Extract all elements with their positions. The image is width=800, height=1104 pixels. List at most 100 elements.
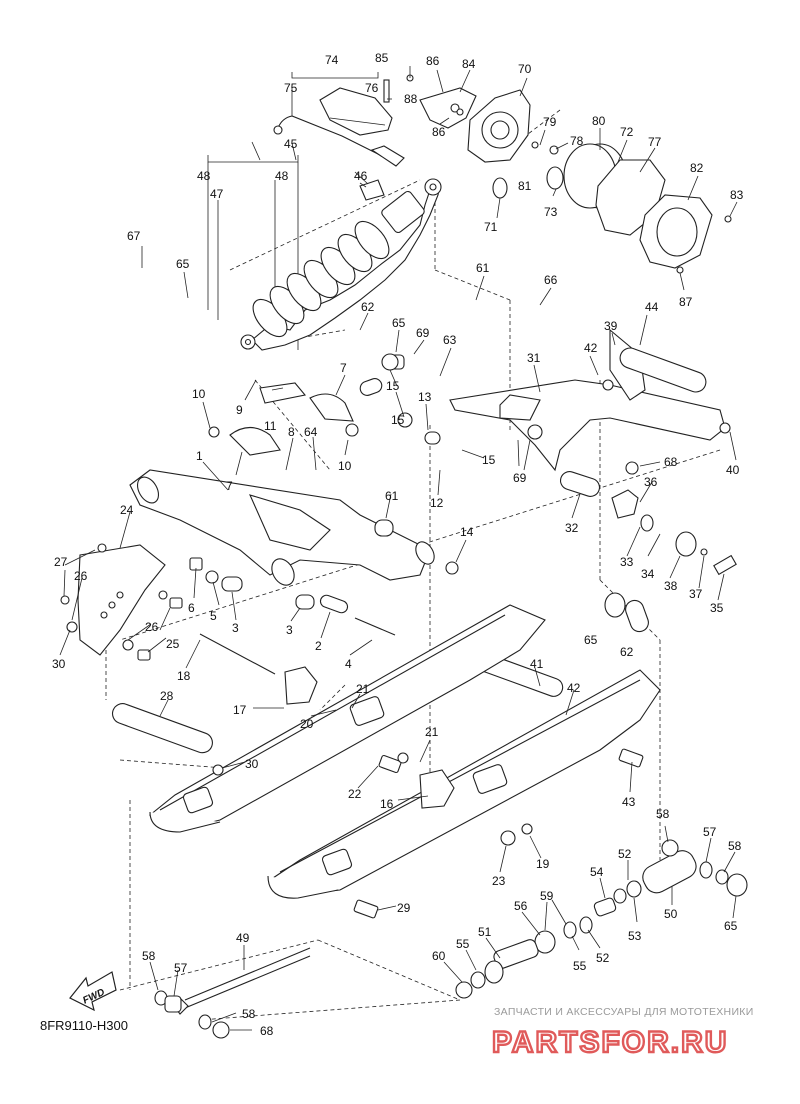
part-label: 85 (375, 51, 389, 65)
part-label: 48 (197, 169, 211, 183)
part-label: 64 (304, 425, 318, 439)
part-label: 77 (648, 135, 662, 149)
label-leaders (59, 66, 738, 1031)
part-label: 27 (54, 555, 68, 569)
part-label: 86 (426, 54, 440, 68)
part-label: 60 (432, 949, 446, 963)
part-label: 16 (380, 797, 394, 811)
part-label: 20 (300, 717, 314, 731)
part-label: 15 (386, 379, 400, 393)
part-label: 18 (177, 669, 191, 683)
part-label: 36 (644, 475, 658, 489)
rear-axle-group (455, 839, 748, 999)
part-label: 74 (325, 53, 339, 67)
shock-absorber (240, 178, 442, 351)
watermark-logo-text: PARTSFOR.RU (492, 1026, 728, 1059)
diagram-code: 8FR9110-H300 (40, 1018, 128, 1033)
part-label: 25 (166, 637, 180, 651)
part-label: 7 (340, 361, 347, 375)
part-label: 47 (210, 187, 224, 201)
part-label: 17 (233, 703, 247, 717)
part-label: 83 (730, 188, 744, 202)
part-label: 12 (430, 496, 444, 510)
part-label: 10 (192, 387, 206, 401)
part-label: 4 (345, 657, 352, 671)
part-label: 42 (567, 681, 581, 695)
part-label: 80 (592, 114, 606, 128)
part-label: 69 (416, 326, 430, 340)
part-label: 26 (145, 620, 159, 634)
part-label: 82 (690, 161, 704, 175)
part-label: 32 (565, 521, 579, 535)
part-label: 39 (604, 319, 618, 333)
part-label: 54 (590, 865, 604, 879)
part-label: 3 (232, 621, 239, 635)
part-label: 19 (536, 857, 550, 871)
part-label: 38 (664, 579, 678, 593)
part-label: 51 (478, 925, 492, 939)
part-label: 5 (210, 609, 217, 623)
part-label: 84 (462, 57, 476, 71)
part-label: 2 (315, 639, 322, 653)
part-label: 29 (397, 901, 411, 915)
part-label: 81 (518, 179, 532, 193)
part-label: 59 (540, 889, 554, 903)
part-label: 66 (544, 273, 558, 287)
part-label: 13 (418, 390, 432, 404)
part-label: 75 (284, 81, 298, 95)
part-label: 68 (664, 455, 678, 469)
part-label: 63 (443, 333, 457, 347)
part-label: 33 (620, 555, 634, 569)
watermark-logo: PARTSFOR.RU (492, 1025, 728, 1060)
part-label: 9 (236, 403, 243, 417)
part-label: 53 (628, 929, 642, 943)
part-label: 26 (74, 569, 88, 583)
slide-rails (148, 604, 661, 919)
part-label: 15 (482, 453, 496, 467)
part-label: 14 (460, 525, 474, 539)
part-label: 55 (573, 959, 587, 973)
reservoir-assembly (273, 79, 405, 167)
part-labels: 74 75 76 88 85 86 84 86 70 79 78 80 72 7… (52, 51, 744, 1038)
part-label: 52 (596, 951, 610, 965)
part-label: 65 (584, 633, 598, 647)
part-label: 28 (160, 689, 174, 703)
part-label: 58 (242, 1007, 256, 1021)
part-label: 52 (618, 847, 632, 861)
part-label: 21 (356, 682, 370, 696)
part-label: 72 (620, 125, 634, 139)
part-label: 30 (52, 657, 66, 671)
part-label: 67 (127, 229, 141, 243)
part-label: 58 (728, 839, 742, 853)
front-link (60, 543, 183, 661)
part-label: 15 (391, 413, 405, 427)
part-label: 62 (620, 645, 634, 659)
part-label: 3 (286, 623, 293, 637)
part-label: 65 (724, 919, 738, 933)
part-label: 43 (622, 795, 636, 809)
rear-arm-assembly (449, 328, 737, 576)
part-label: 65 (176, 257, 190, 271)
part-label: 69 (513, 471, 527, 485)
part-label: 87 (679, 295, 693, 309)
part-label: 7 (226, 479, 233, 493)
part-label: 37 (689, 587, 703, 601)
part-label: 55 (456, 937, 470, 951)
part-label: 34 (641, 567, 655, 581)
part-label: 30 (245, 757, 259, 771)
part-label: 1 (196, 449, 203, 463)
part-label: 10 (338, 459, 352, 473)
part-label: 45 (284, 137, 298, 151)
part-label: 22 (348, 787, 362, 801)
part-label: 88 (404, 92, 418, 106)
part-label: 76 (365, 81, 379, 95)
part-label: 21 (425, 725, 439, 739)
part-label: 31 (527, 351, 541, 365)
part-label: 44 (645, 300, 659, 314)
part-label: 41 (530, 657, 544, 671)
part-label: 6 (188, 601, 195, 615)
part-label: 58 (142, 949, 156, 963)
part-label: 48 (275, 169, 289, 183)
part-label: 70 (518, 62, 532, 76)
part-label: 40 (726, 463, 740, 477)
